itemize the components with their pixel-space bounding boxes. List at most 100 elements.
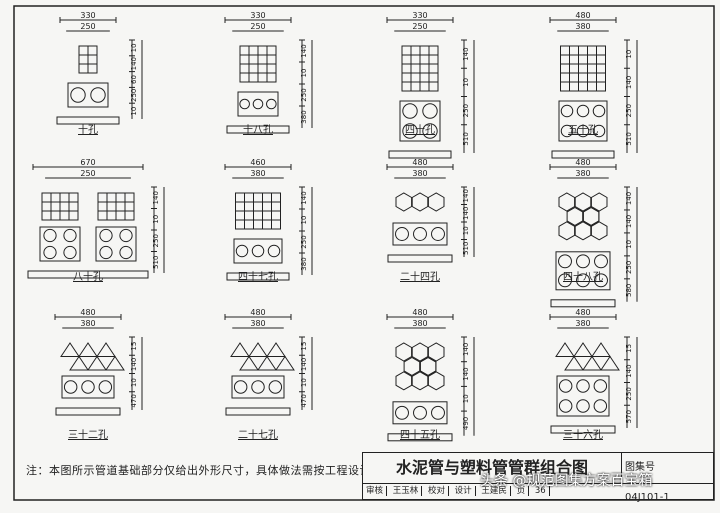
cement-pipe-bore [558, 273, 572, 288]
dimension-inner-label: 380 [250, 319, 265, 328]
cement-pipe-bore [560, 124, 574, 138]
sig-cell-5: 页 [513, 486, 530, 496]
dimension-right-label: 140 [625, 192, 633, 205]
design-note: 注：本图所示管道基础部分仅给出外形尺寸，具体做法需按工程设计。 [26, 464, 383, 477]
dimension-right-label: 570 [625, 410, 633, 423]
foundation-base [27, 270, 149, 279]
dimension-inner-label: 380 [575, 169, 590, 178]
dimension-right-label: 250 [300, 235, 308, 248]
plastic-pipe-hex [411, 371, 429, 391]
dimension-right-label: 140 [130, 57, 138, 70]
group-label: 四十七孔 [238, 270, 278, 283]
cement-pipe-bore [63, 380, 78, 394]
dimension-right-label: 250 [152, 234, 160, 247]
dimension-top-label: 330 [412, 11, 427, 20]
cement-pipe-bore [239, 98, 250, 110]
plastic-pipe-cluster [69, 355, 89, 371]
dimension-right-label: 10 [462, 226, 470, 235]
plastic-pipe-hex [411, 342, 429, 362]
dimension-right-label: 510 [462, 242, 470, 255]
dimension-right-label: 15 [130, 342, 138, 351]
foundation-base [387, 433, 453, 442]
dimension-right-label: 250 [625, 387, 633, 400]
cement-pipe-bore [99, 245, 113, 260]
concrete-pipe-block [233, 238, 283, 264]
dimension-right-label: 10 [462, 394, 470, 403]
concrete-pipe-block [555, 251, 611, 291]
cement-pipe-bore [576, 379, 590, 393]
dimension-right-label: 60 [130, 75, 138, 84]
foundation-base [56, 116, 120, 125]
dimension-right-label: 380 [300, 110, 308, 123]
plastic-pipe-cluster [239, 355, 259, 371]
plastic-pipe-cluster [266, 342, 286, 357]
plastic-pipe-cluster [600, 355, 620, 371]
dimension-right-label: 10 [300, 216, 308, 225]
cement-pipe-bore [98, 380, 113, 394]
dimension-right-label: 140 [625, 364, 633, 377]
dimension-right-label: 10 [300, 69, 308, 78]
dimension-right-label: 10 [152, 215, 160, 224]
concrete-pipe-block [556, 375, 610, 417]
cement-pipe-bore [395, 227, 409, 241]
plastic-pipe-hex [590, 221, 608, 241]
group-label: 三十二孔 [68, 428, 108, 441]
cement-pipe-bore [431, 227, 445, 241]
cement-pipe-bore [235, 244, 249, 258]
dimension-top-label: 670 [80, 158, 95, 167]
cement-pipe-bore [576, 399, 590, 413]
dimension-right-label: 580 [625, 284, 633, 297]
foundation-base [225, 407, 291, 416]
plastic-pipe-cluster [60, 342, 80, 357]
plastic-pipe-cluster [257, 355, 277, 371]
cement-pipe-bore [63, 228, 77, 243]
plastic-pipe-hex [574, 192, 592, 212]
dimension-top-label: 330 [80, 11, 95, 20]
dimension-inner-label: 380 [575, 319, 590, 328]
cement-pipe-bore [43, 245, 57, 260]
foundation-base [550, 299, 616, 308]
sig-cell-1: 王玉林 [389, 486, 423, 496]
pipe-grid-frame [560, 45, 606, 92]
dimension-right-label: 10 [625, 50, 633, 59]
dimension-right-label: 140 [462, 47, 470, 60]
concrete-pipe-block [61, 375, 115, 399]
cement-pipe-bore [593, 379, 608, 393]
cement-pipe-bore [70, 87, 86, 103]
plastic-pipe-cluster [96, 342, 116, 357]
plastic-pipe-hex [395, 371, 413, 391]
dimension-top-label: 480 [412, 158, 427, 167]
dimension-right-label: 140 [625, 76, 633, 89]
dimension-right-label: 470 [300, 394, 308, 407]
cement-pipe-bore [63, 245, 77, 260]
plastic-pipe-hex [427, 371, 445, 391]
dimension-right-label: 470 [130, 394, 138, 407]
dimension-right-label: 140 [130, 358, 138, 371]
pipe-groups: 330250101406025010十孔33025014010250380十八孔… [27, 11, 638, 442]
cement-pipe-bore [266, 98, 277, 110]
concrete-pipe-block [392, 401, 448, 425]
foundation-base [226, 125, 290, 134]
plastic-pipe-cluster [78, 342, 98, 357]
cement-pipe-bore [576, 254, 590, 269]
cement-pipe-bore [558, 254, 572, 269]
sig-cell-4: 王建民 [478, 486, 511, 496]
cement-pipe-bore [593, 399, 608, 413]
plastic-pipe-hex [427, 342, 445, 362]
plastic-pipe-cluster [87, 355, 107, 371]
plastic-pipe-hex [395, 192, 413, 212]
cement-pipe-bore [558, 399, 573, 413]
cement-pipe-bore [99, 228, 113, 243]
plastic-pipe-hex [427, 192, 445, 212]
dimension-top-label: 480 [412, 308, 427, 317]
cement-pipe-bore [413, 227, 427, 241]
dimension-right-label: 490 [462, 417, 470, 430]
plastic-pipe-cluster [105, 355, 125, 371]
dimension-inner-label: 380 [412, 319, 427, 328]
foundation-base [551, 150, 615, 159]
cement-pipe-bore [594, 254, 608, 269]
cement-pipe-bore [413, 405, 427, 420]
dimension-right-label: 10 [130, 43, 138, 52]
dimension-right-label: 250 [462, 104, 470, 117]
cement-pipe-bore [119, 245, 133, 260]
